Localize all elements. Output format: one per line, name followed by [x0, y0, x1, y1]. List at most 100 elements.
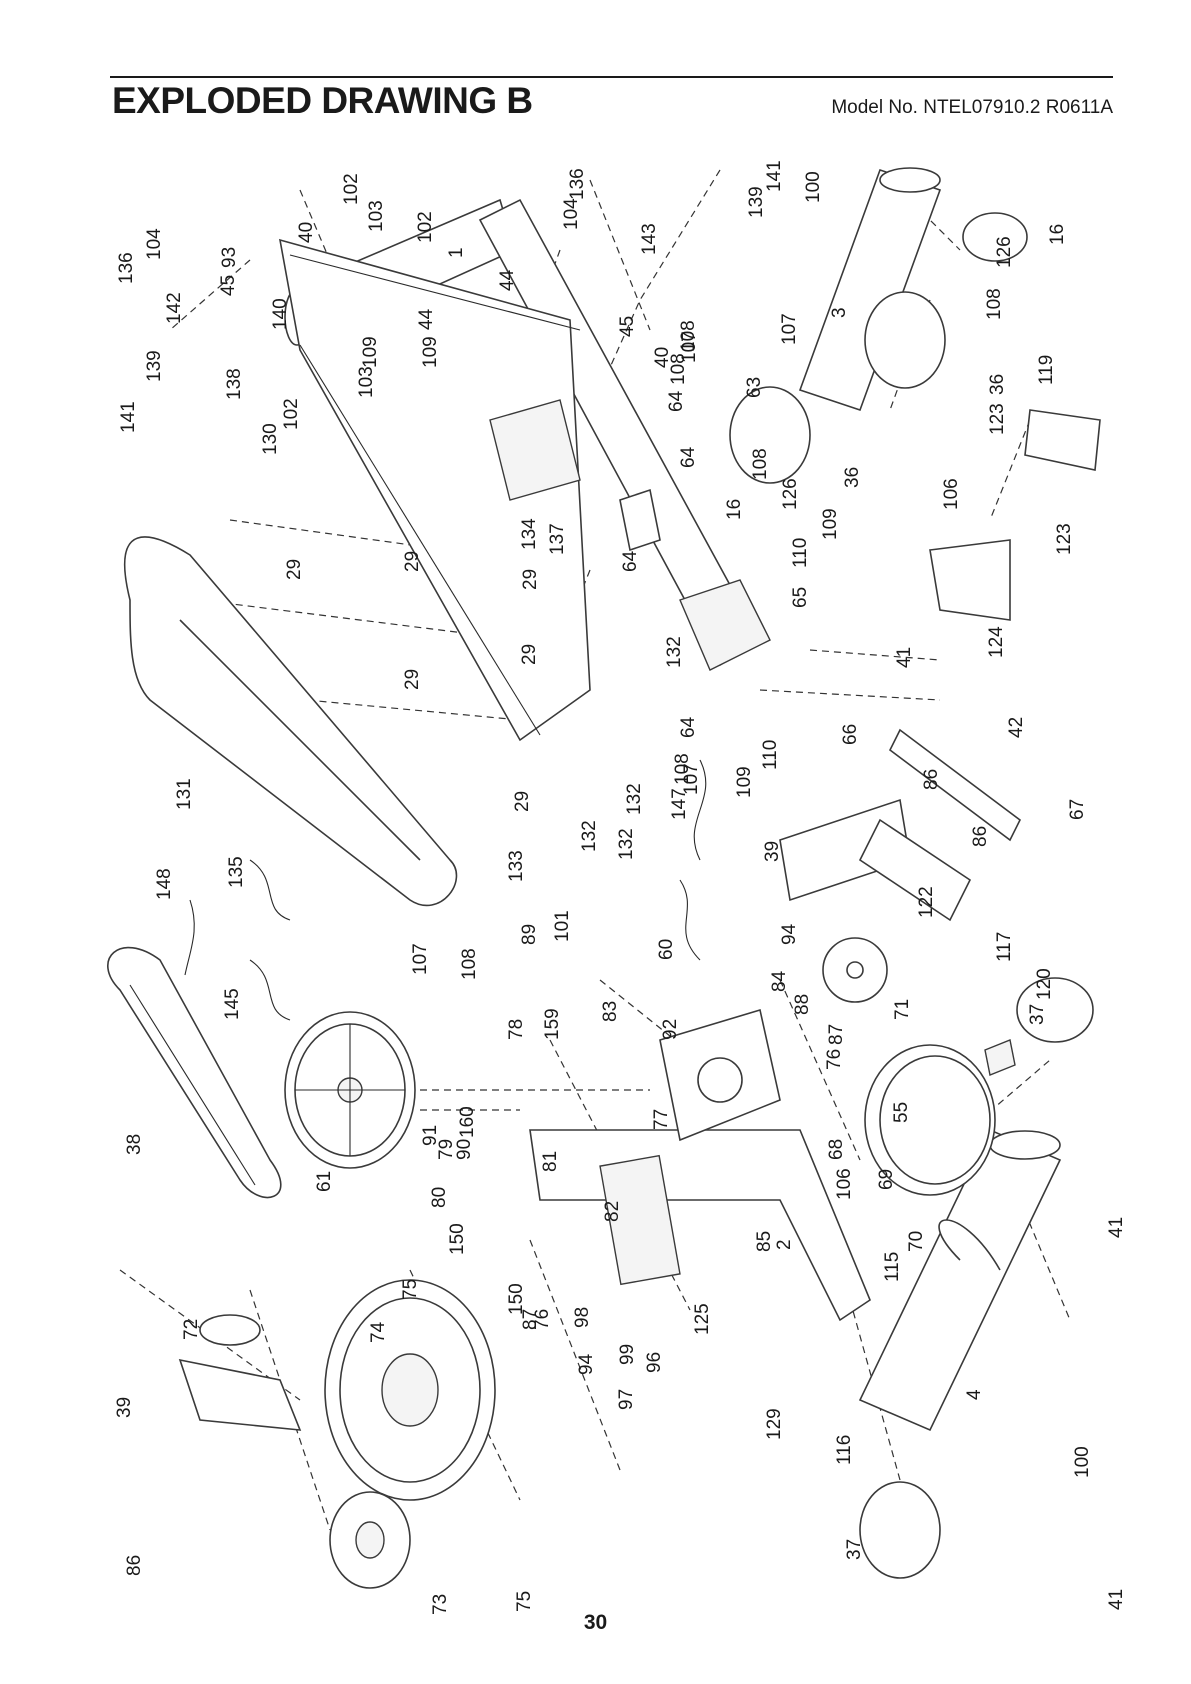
- flywheel: [324, 1279, 496, 1501]
- callout-label: 141: [764, 160, 785, 192]
- callout-label: 64: [678, 716, 699, 738]
- callout-labels: 1 2 3 4 16 16 29 29 29 29 29 29 36 36 37…: [114, 160, 1127, 1615]
- callout-label: 64: [620, 550, 641, 572]
- callout-label: 122: [916, 886, 937, 918]
- callout-label: 3: [829, 307, 850, 318]
- callout-label: 137: [547, 523, 568, 555]
- callout-label: 75: [514, 1591, 535, 1612]
- callout-label: 40: [296, 222, 317, 243]
- callout-label: 16: [724, 499, 745, 520]
- callout-label: 147: [669, 788, 690, 820]
- callout-label: 88: [792, 994, 813, 1015]
- callout-label: 86: [921, 769, 942, 790]
- callout-label: 136: [567, 168, 588, 200]
- callout-label: 102: [415, 211, 436, 243]
- callout-label: 81: [540, 1151, 561, 1172]
- callout-label: 108: [678, 320, 699, 352]
- callout-label: 44: [497, 269, 518, 291]
- callout-label: 86: [970, 826, 991, 847]
- pedal-arm-right: [888, 728, 1022, 842]
- callout-label: 148: [154, 868, 175, 900]
- callout-label: 140: [270, 298, 291, 330]
- callout-label: 102: [341, 173, 362, 205]
- callout-label: 64: [666, 390, 687, 412]
- callout-label: 29: [512, 791, 533, 812]
- callout-label: 64: [678, 446, 699, 468]
- callout-label: 123: [987, 403, 1008, 435]
- callout-label: 116: [834, 1435, 855, 1465]
- callout-label: 125: [692, 1303, 713, 1335]
- callout-label: 106: [834, 1168, 855, 1200]
- callout-label: 93: [219, 247, 240, 268]
- callout-label: 123: [1054, 523, 1075, 555]
- callout-label: 132: [624, 783, 645, 815]
- callout-label: 126: [780, 478, 801, 510]
- front-stabilizer-tube: [798, 167, 942, 412]
- callout-label: 38: [124, 1134, 145, 1155]
- callout-label: 37: [1027, 1004, 1048, 1025]
- callout-label: 66: [840, 724, 861, 745]
- callout-label: 63: [744, 377, 765, 398]
- pulley-wheel: [284, 1011, 416, 1169]
- page-title: EXPLODED DRAWING B: [112, 80, 533, 121]
- callout-label: 84: [769, 970, 790, 992]
- callout-label: 1: [446, 247, 467, 258]
- motor-assembly: [489, 399, 661, 552]
- callout-label: 124: [986, 626, 1007, 658]
- callout-label: 16: [1047, 224, 1068, 245]
- callout-label: 120: [1034, 968, 1055, 1000]
- callout-label: 94: [779, 923, 800, 945]
- callout-label: 89: [519, 924, 540, 945]
- callout-label: 136: [116, 252, 137, 284]
- callout-label: 130: [260, 423, 281, 455]
- flywheel-hub: [329, 1491, 411, 1589]
- callout-label: 65: [790, 587, 811, 608]
- callout-label: 40: [652, 347, 673, 368]
- header-rule: [110, 76, 1113, 78]
- roller-drums: [729, 212, 1094, 1579]
- callout-label: 143: [639, 223, 660, 255]
- callout-label: 74: [368, 1321, 389, 1343]
- callout-label: 104: [144, 228, 165, 260]
- callout-label: 69: [876, 1169, 897, 1190]
- callout-label: 44: [416, 308, 437, 330]
- callout-label: 85: [754, 1231, 775, 1252]
- callout-label: 101: [552, 910, 573, 942]
- callout-label: 61: [314, 1171, 335, 1192]
- callout-label: 129: [764, 1408, 785, 1440]
- lower-frame: [529, 1129, 871, 1322]
- callout-label: 132: [664, 636, 685, 668]
- callout-label: 60: [656, 939, 677, 960]
- callout-label: 41: [1106, 1589, 1127, 1610]
- callout-label: 72: [181, 1319, 202, 1340]
- callout-label: 39: [762, 841, 783, 862]
- callout-label: 36: [842, 467, 863, 488]
- callout-label: 83: [600, 1001, 621, 1022]
- callout-label: 73: [430, 1594, 451, 1615]
- bracket-plate: [659, 1008, 781, 1142]
- callout-label: 100: [1072, 1446, 1093, 1478]
- rear-stabilizer-tube: [858, 1128, 1062, 1432]
- callout-label: 42: [1006, 717, 1027, 738]
- callout-label: 29: [520, 569, 541, 590]
- callout-label: 102: [281, 398, 302, 430]
- callout-label: 133: [506, 850, 527, 882]
- callout-label: 100: [803, 171, 824, 203]
- callout-label: 108: [668, 353, 689, 385]
- callout-label: 134: [519, 518, 540, 550]
- callout-label: 76: [824, 1049, 845, 1070]
- shroud-panel: [124, 536, 458, 907]
- callout-label: 90: [454, 1139, 475, 1160]
- callout-label: 141: [118, 401, 139, 433]
- callout-label: 150: [506, 1283, 527, 1315]
- callout-label: 109: [420, 336, 441, 368]
- callout-label: 4: [964, 1389, 985, 1400]
- callout-label: 97: [616, 1389, 637, 1410]
- callout-label: 77: [651, 1109, 672, 1130]
- callout-label: 70: [906, 1231, 927, 1252]
- callout-label: 107: [681, 763, 702, 795]
- callout-label: 107: [779, 313, 800, 345]
- callout-label: 87: [520, 1309, 541, 1330]
- control-board: [929, 409, 1101, 621]
